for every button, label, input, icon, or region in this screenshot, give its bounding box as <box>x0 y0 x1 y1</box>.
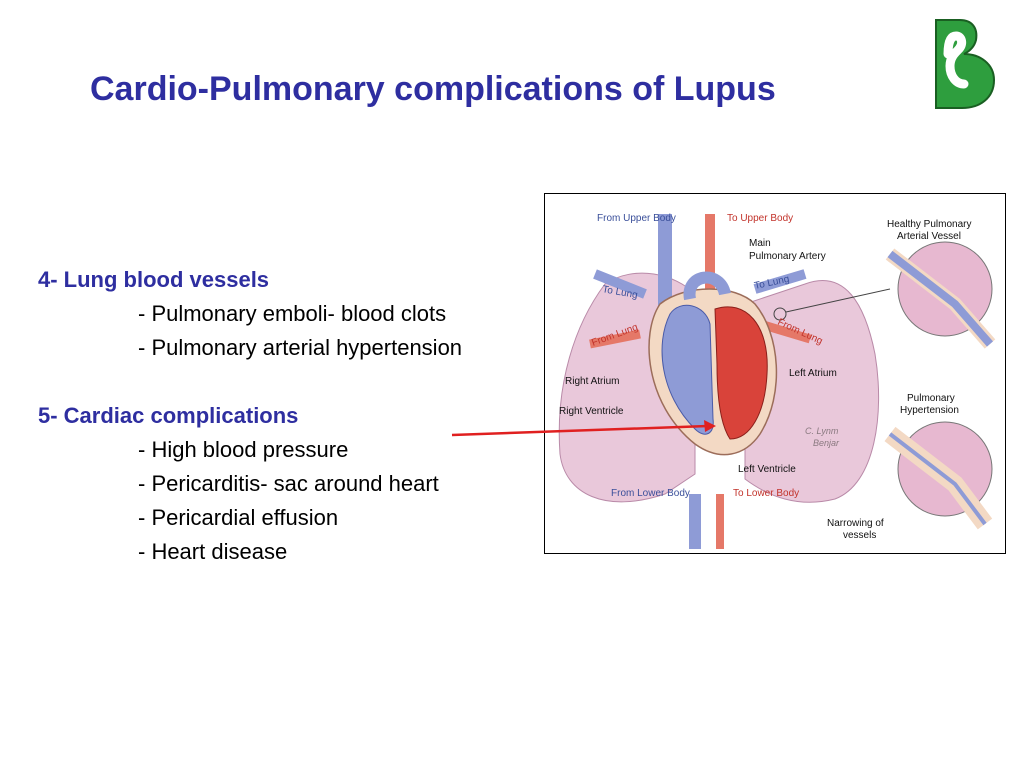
section-heading-lung-vessels: 4- Lung blood vessels <box>38 267 270 292</box>
artist-signature-1: C. Lynm <box>805 426 839 436</box>
heart-lung-diagram: From Upper Body To Upper Body Main Pulmo… <box>544 193 1006 554</box>
label-left-atrium: Left Atrium <box>789 368 837 379</box>
slide-title: Cardio-Pulmonary complications of Lupus <box>90 70 776 108</box>
label-healthy-vessel-2: Arterial Vessel <box>897 231 961 242</box>
list-item: - Pulmonary arterial hypertension <box>138 335 463 360</box>
list-item: - Pericarditis- sac around heart <box>138 471 439 496</box>
label-left-ventricle: Left Ventricle <box>738 464 796 475</box>
artist-signature-2: Benjar <box>813 438 840 448</box>
label-to-lung-right: To Lung <box>753 274 790 292</box>
b-letter-logo-icon <box>930 16 1004 110</box>
label-from-lower-body: From Lower Body <box>611 488 690 499</box>
bullet-content: 4- Lung blood vessels - Pulmonary emboli… <box>38 263 558 569</box>
label-to-lower-body: To Lower Body <box>733 488 799 499</box>
label-right-atrium: Right Atrium <box>565 376 619 387</box>
left-heart <box>714 306 768 440</box>
label-narrowing-2: vessels <box>843 530 876 541</box>
list-item: - Pericardial effusion <box>138 505 339 530</box>
label-main-pa-2: Pulmonary Artery <box>749 251 826 262</box>
label-healthy-vessel-1: Healthy Pulmonary <box>887 219 971 230</box>
pulmonary-artery <box>683 271 731 301</box>
heart-lung-illustration: From Upper Body To Upper Body Main Pulmo… <box>558 213 996 549</box>
label-from-upper-body: From Upper Body <box>597 213 676 224</box>
label-narrowing-1: Narrowing of <box>827 518 884 529</box>
list-item: - Heart disease <box>138 539 288 564</box>
section-heading-cardiac: 5- Cardiac complications <box>38 403 299 428</box>
label-to-upper-body: To Upper Body <box>727 213 793 224</box>
label-pulm-hypertension-1: Pulmonary <box>907 393 955 404</box>
label-right-ventricle: Right Ventricle <box>559 406 624 417</box>
label-pulm-hypertension-2: Hypertension <box>900 405 959 416</box>
list-item: - Pulmonary emboli- blood clots <box>138 301 447 326</box>
label-main-pa-1: Main <box>749 238 771 249</box>
list-item: - High blood pressure <box>138 437 349 462</box>
